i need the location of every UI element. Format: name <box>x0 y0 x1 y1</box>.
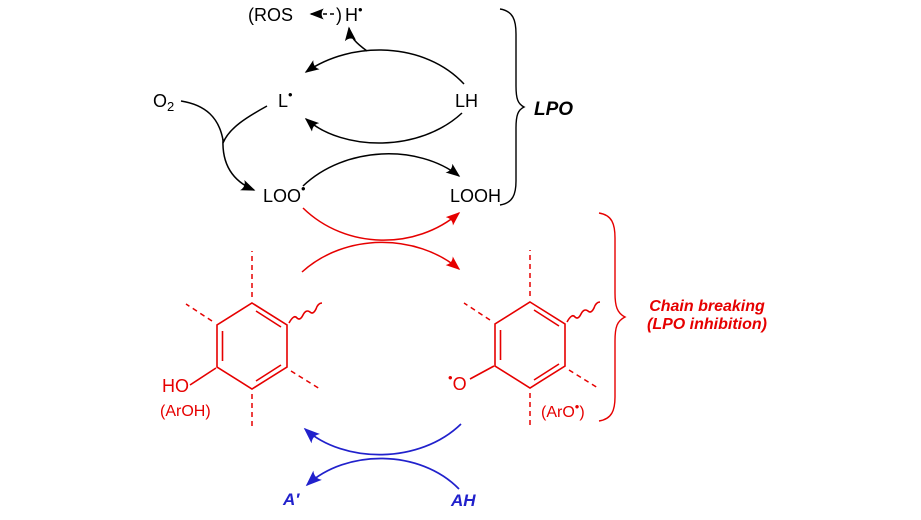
arrow-loo-to-looh-cross <box>302 153 461 187</box>
arrow-lh-to-l-top <box>304 49 465 85</box>
arrow-loo-to-looh-red <box>302 207 461 241</box>
ho-bond <box>189 367 217 386</box>
ros-label: (ROS <box>248 5 293 25</box>
arrow-to-loo <box>222 138 256 191</box>
lh-label: LH <box>455 91 478 111</box>
arrow-l-stem <box>222 105 268 144</box>
chain-breaking-label-line2: (LPO inhibition) <box>647 316 767 333</box>
chain-breaking-brace <box>598 212 627 422</box>
chain-breaking-cycle: HO (ArOH) •O (ArO•) Chain breaking (LPO … <box>160 207 767 428</box>
arrow-o2-stem <box>180 100 224 141</box>
chain-breaking-label-line1: Chain breaking <box>649 298 765 315</box>
regeneration-cycle: A′ AH <box>282 423 476 510</box>
lpo-brace-label: LPO <box>534 99 573 120</box>
a-prime-label: A′ <box>282 490 300 509</box>
double-bond-topright <box>255 310 282 328</box>
arrow-lh-to-l-cross <box>304 112 463 144</box>
double-bond-bottomright <box>255 364 282 382</box>
wavy-bond <box>288 302 323 324</box>
looh-label: LOOH <box>450 186 501 206</box>
aroh-label: (ArOH) <box>160 403 211 420</box>
arrow-aroh-to-aro-red <box>301 241 461 273</box>
ah-label: AH <box>450 491 476 510</box>
aroh-structure-core <box>185 251 323 428</box>
arrow-aro-to-aroh-blue <box>303 423 462 456</box>
ho-group-label: HO <box>162 376 189 396</box>
arrow-to-h-radical <box>344 26 368 52</box>
aro-structure-core <box>463 249 601 428</box>
dashed-substituent-lowerright <box>290 370 321 390</box>
ros-close-paren: ) <box>336 5 342 25</box>
o2-label: O2 <box>153 91 174 114</box>
lpo-cycle: (ROS ) H• O2 L• LH LOO• LOOH LPO <box>153 2 573 206</box>
loo-radical: LOO• <box>263 181 306 206</box>
aro-label: (ArO•) <box>541 399 585 421</box>
lpo-brace <box>499 8 526 206</box>
arrow-ah-to-aprime-blue <box>305 457 460 490</box>
h-radical: H• <box>345 2 363 25</box>
o-radical-group: •O <box>448 370 467 394</box>
l-radical: L• <box>278 87 293 111</box>
benzene-ring <box>216 302 288 390</box>
o-radical-bond <box>469 365 495 380</box>
dashed-substituent-upperleft <box>185 303 213 322</box>
